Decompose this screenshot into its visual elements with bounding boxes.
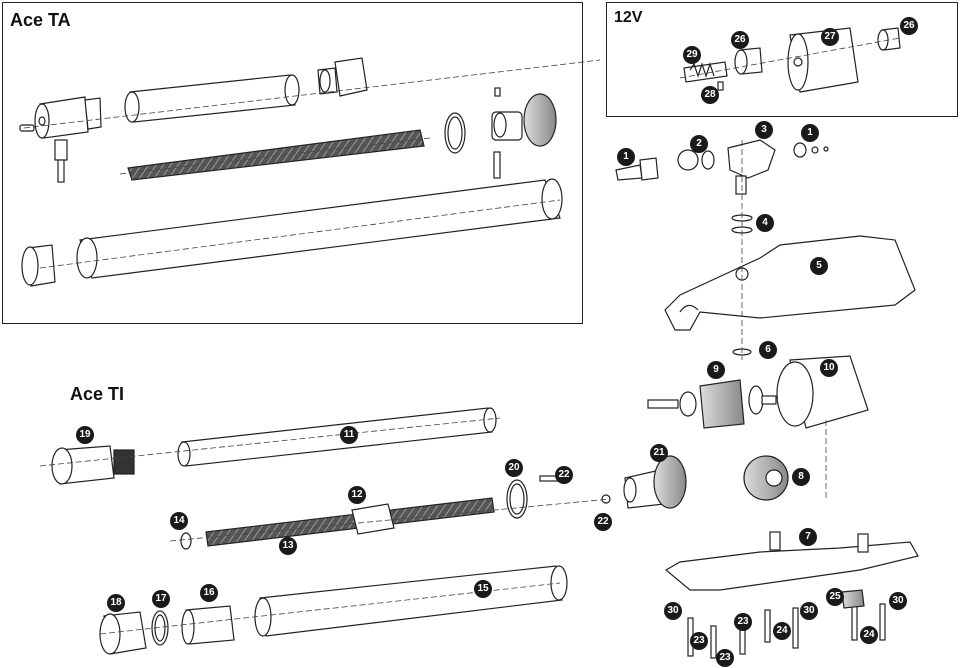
switch-knob (615, 157, 659, 181)
callout-7: 7 (799, 528, 817, 546)
callout-6: 6 (759, 341, 777, 359)
callout-2: 2 (690, 135, 708, 153)
ta-short-tube (124, 74, 300, 123)
switch-o-rings (677, 149, 715, 171)
callout-23: 23 (734, 613, 752, 631)
callout-4: 4 (756, 214, 774, 232)
armature (647, 379, 777, 429)
12v-pin (717, 81, 724, 91)
callout-24: 24 (773, 622, 791, 640)
12v-bushing-right (877, 27, 901, 51)
ti-ring-17 (151, 610, 169, 646)
callout-21: 21 (650, 444, 668, 462)
callout-16: 16 (200, 584, 218, 602)
callout-17: 17 (152, 590, 170, 608)
ti-main-tube (254, 565, 568, 637)
ta-nut (317, 57, 368, 97)
ti-collar-16 (181, 605, 235, 645)
12v-bushing (734, 47, 763, 75)
ace-ta-title: Ace TA (10, 10, 71, 30)
callout-23: 23 (716, 649, 734, 667)
bottom-housing (664, 531, 919, 591)
ti-washer (180, 532, 192, 550)
callout-3: 3 (755, 121, 773, 139)
ta-drive-rod (127, 129, 425, 181)
bevel-gear-21 (623, 455, 687, 509)
callout-25: 25 (826, 588, 844, 606)
callout-13: 13 (279, 537, 297, 555)
callout-9: 9 (707, 361, 725, 379)
12v-title: 12V (614, 9, 643, 26)
12v-spring (683, 61, 728, 83)
callout-19: 19 (76, 426, 94, 444)
axis-lines (23, 37, 901, 635)
callout-11: 11 (340, 426, 358, 444)
ti-front-chuck (51, 445, 135, 485)
ti-nut (601, 494, 611, 504)
callout-20: 20 (505, 459, 523, 477)
ta-end-cap-assembly (19, 96, 102, 183)
motor-can (776, 355, 869, 429)
callout-23: 23 (690, 632, 708, 650)
ti-sleeve-tube (177, 407, 497, 467)
ti-end-nut-18 (99, 611, 147, 655)
callout-24: 24 (860, 626, 878, 644)
top-housing (664, 235, 916, 331)
callout-27: 27 (821, 28, 839, 46)
callout-8: 8 (792, 468, 810, 486)
ta-o-ring (444, 112, 466, 154)
callout-30: 30 (889, 592, 907, 610)
ta-long-tube (76, 178, 563, 279)
callout-30: 30 (664, 602, 682, 620)
ti-drive-rod (205, 497, 495, 547)
callout-12: 12 (348, 486, 366, 504)
ti-o-ring (506, 479, 528, 519)
callout-18: 18 (107, 594, 125, 612)
switch-end-parts (793, 142, 829, 158)
callout-1: 1 (801, 124, 819, 142)
callout-15: 15 (474, 580, 492, 598)
callout-5: 5 (810, 257, 828, 275)
callout-26: 26 (900, 17, 918, 35)
ta-tube-cap (21, 244, 56, 287)
callout-22: 22 (555, 466, 573, 484)
12v-motor (787, 27, 859, 93)
callout-22: 22 (594, 513, 612, 531)
callout-14: 14 (170, 512, 188, 530)
callout-26: 26 (731, 31, 749, 49)
callout-29: 29 (683, 46, 701, 64)
switch-housing (727, 139, 776, 195)
ace-ti-title: Ace TI (70, 384, 125, 404)
callout-28: 28 (701, 86, 719, 104)
callout-10: 10 (820, 359, 838, 377)
pinion-gear-8 (743, 455, 789, 501)
callout-30: 30 (800, 602, 818, 620)
callout-1: 1 (617, 148, 635, 166)
ta-gear-head (491, 87, 557, 179)
